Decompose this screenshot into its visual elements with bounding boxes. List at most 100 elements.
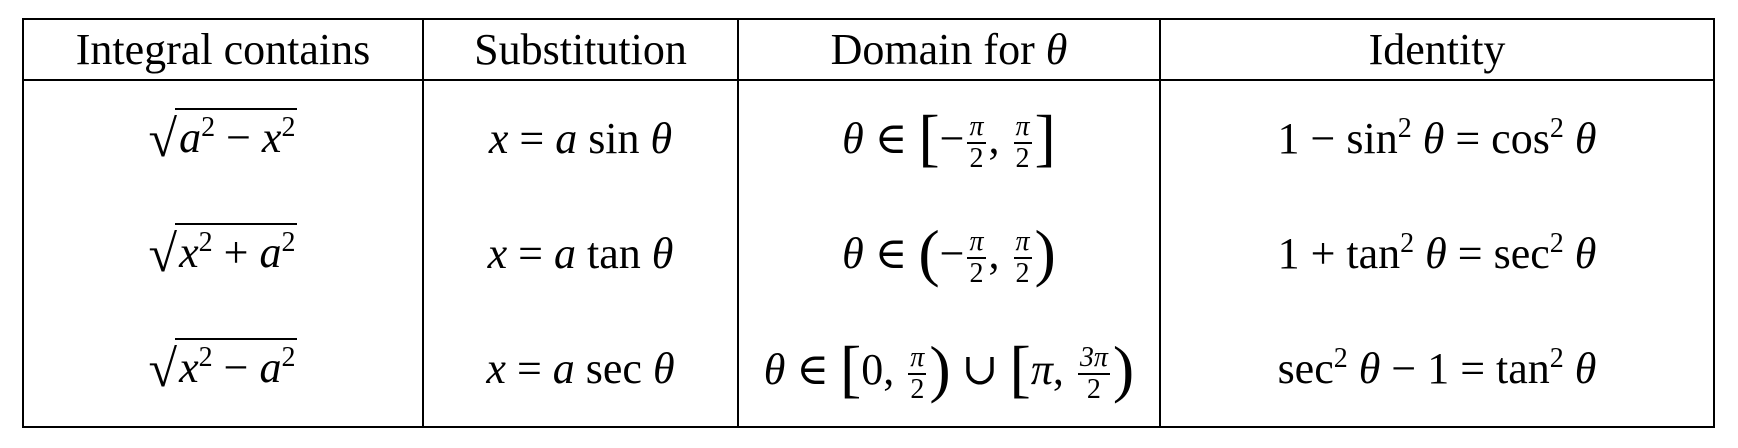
sub-coef: a [552,344,575,394]
sub-function: tan [586,228,641,278]
identity-cell: 1 − sin2 θ = cos2 θ [1159,80,1715,196]
radicand-term: x [179,227,199,277]
radical-sign: √ [148,110,178,168]
square-root: √x2 − a2 [149,338,298,399]
operator: − [212,343,260,393]
comma: , [1052,344,1075,394]
header-domain-theta: θ [1045,25,1068,74]
sub-var: θ [652,344,675,394]
identity-left: 1 − [1277,113,1347,163]
exponent: 2 [1397,112,1412,144]
domain-theta: θ [842,229,864,279]
identity-var: θ [1414,228,1447,278]
exponent: 2 [198,342,213,374]
identity-equals: = [1446,228,1494,278]
paren-open: ( [918,217,940,289]
substitution-table: Integral contains Substitution Domain fo… [22,18,1715,428]
header-domain-label: Domain for [830,25,1046,74]
radicand-term: x [179,343,199,393]
identity-function: cos [1491,113,1550,163]
identity-var: θ [1347,344,1381,394]
header-row: Integral contains Substitution Domain fo… [22,18,1715,81]
operator: − [215,112,262,162]
identity-minus-one: − 1 [1380,344,1450,394]
element-of: ∈ [863,229,919,279]
radicand-term: a [259,227,282,277]
sub-coef: a [555,113,578,163]
identity-function: sin [1346,113,1398,163]
exponent: 2 [1400,227,1415,259]
fraction-numerator: π [1013,226,1032,260]
bracket-open: [ [839,332,862,404]
substitution-cell: x = a sin θ [422,80,739,196]
header-integral-contains: Integral contains [22,18,424,81]
radicand: x2 + a2 [175,222,298,278]
sub-lhs: x [488,113,509,163]
sub-var: θ [650,113,673,163]
identity-function: sec [1493,228,1550,278]
fraction-numerator: 3π [1077,341,1110,375]
exponent: 2 [1549,112,1564,144]
paren-close: ) [929,332,951,404]
identity-function: tan [1346,228,1401,278]
identity-var: θ [1563,344,1597,394]
substitution-cell: x = a sec θ [422,311,739,428]
sub-equals: = [508,113,556,163]
identity-left: 1 + [1277,228,1347,278]
fraction-numerator: π [908,341,927,375]
exponent: 2 [281,226,296,258]
identity-function: tan [1496,344,1550,394]
exponent: 2 [1549,227,1564,259]
sub-function: sec [585,344,642,394]
square-root: √a2 − x2 [148,107,298,169]
fraction-denominator: 2 [1015,258,1030,290]
exponent: 2 [1333,343,1348,375]
exponent: 2 [281,342,296,374]
minus-sign: − [939,229,965,279]
fraction-denominator: 2 [969,143,984,175]
domain-theta: θ [842,114,864,164]
paren-close: ) [1112,332,1135,404]
comma: , [988,114,1011,164]
integral-cell: √x2 − a2 [22,311,424,428]
minus-sign: − [939,114,965,164]
substitution-cell: x = a tan θ [422,195,739,312]
fraction-denominator: 2 [1086,373,1101,405]
interval-start: 0 [861,344,884,394]
square-root: √x2 + a2 [148,222,298,284]
header-substitution: Substitution [422,18,739,81]
operator: + [212,227,260,277]
fraction-denominator: 2 [910,373,925,405]
header-domain: Domain for θ [737,18,1161,81]
sub-coef: a [553,228,576,278]
fraction-denominator: 2 [969,258,984,290]
radicand-term: x [261,112,282,162]
identity-cell: sec2 θ − 1 = tan2 θ [1159,311,1715,428]
identity-var: θ [1563,113,1597,163]
comma: , [988,229,1011,279]
interval-start: π [1030,344,1053,394]
bracket-close: ] [1034,102,1056,174]
integral-cell: √a2 − x2 [22,80,424,196]
identity-var: θ [1563,228,1597,278]
identity-cell: 1 + tan2 θ = sec2 θ [1159,195,1715,312]
header-identity: Identity [1159,18,1715,81]
radical-sign: √ [148,225,178,283]
sub-lhs: x [487,228,508,278]
radical-sign: √ [148,341,178,399]
sub-var: θ [651,228,674,278]
comma: , [883,344,906,394]
fraction-numerator: π [967,226,986,260]
union-sign: ∪ [950,344,1010,394]
exponent: 2 [198,226,213,258]
